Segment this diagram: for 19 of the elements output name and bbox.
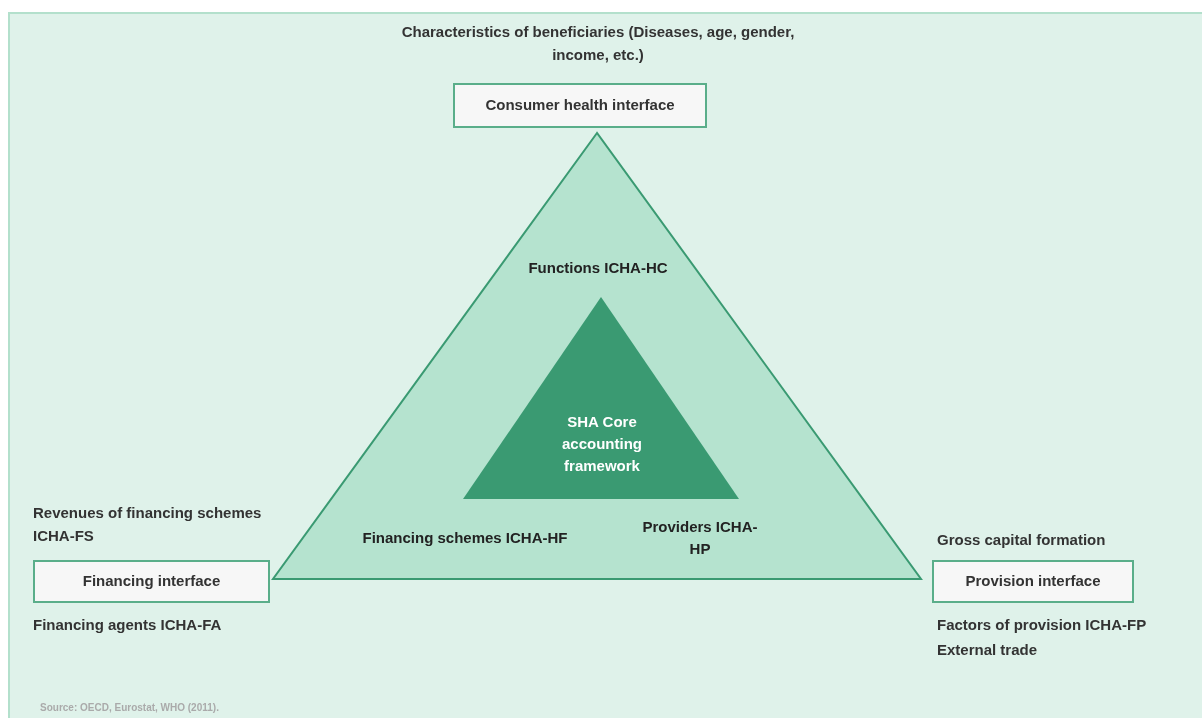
descriptor-text: Factors of provision ICHA-FP bbox=[937, 615, 1148, 635]
interface-box bbox=[453, 83, 707, 128]
triangle bbox=[272, 132, 922, 580]
descriptor-text: Financing agents ICHA-FA bbox=[33, 615, 223, 635]
triangle-label: Financing schemes ICHA-HF bbox=[362, 528, 568, 548]
interface-box bbox=[33, 560, 270, 603]
triangle-label: SHA Core accounting framework bbox=[561, 412, 643, 476]
interface-box bbox=[932, 560, 1134, 603]
box-label: Financing interface bbox=[82, 571, 221, 592]
descriptor-text: Gross capital formation bbox=[937, 530, 1107, 550]
triangle-label: Providers ICHA-HP bbox=[641, 517, 759, 559]
triangle bbox=[462, 296, 740, 500]
descriptor-text: External trade bbox=[937, 640, 1039, 660]
source-note: Source: OECD, Eurostat, WHO (2011). bbox=[40, 701, 219, 715]
box-label: Provision interface bbox=[965, 571, 1101, 592]
triangle-label: Functions ICHA-HC bbox=[528, 258, 668, 278]
descriptor-text: Characteristics of beneficiaries (Diseases, age, gender, income, etc.) bbox=[400, 22, 796, 65]
box-label: Consumer health interface bbox=[485, 95, 675, 116]
descriptor-text: Revenues of financing schemes ICHA-FS bbox=[33, 503, 263, 546]
